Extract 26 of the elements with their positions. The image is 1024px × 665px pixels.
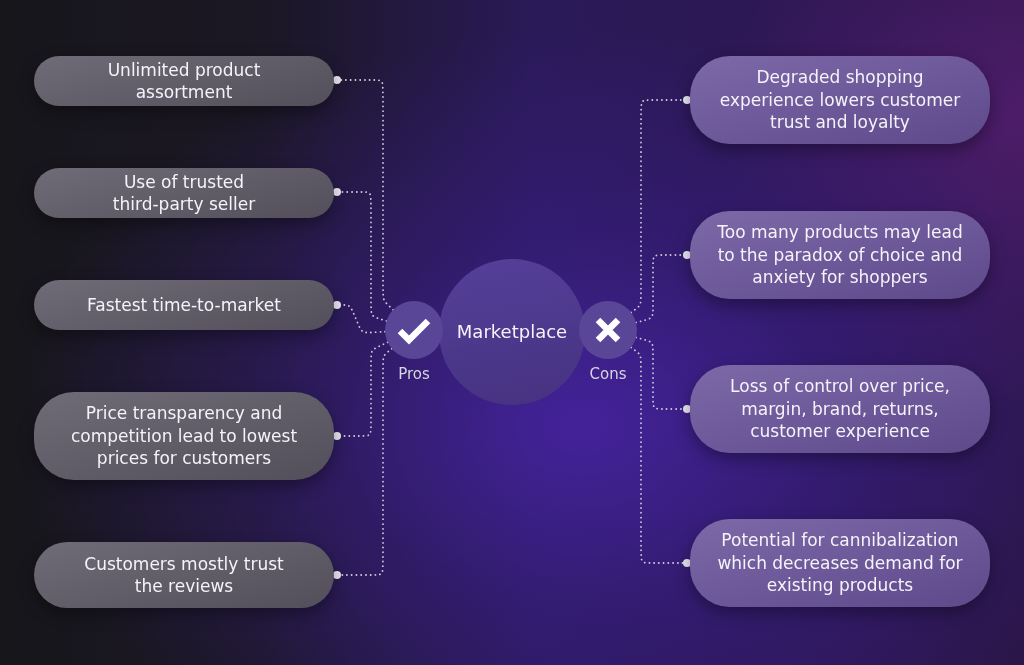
dotted-connector — [630, 346, 691, 567]
pill-card — [690, 211, 990, 299]
card-text: Too many products may lead to the paradox of choice and anxiety for shoppers — [716, 221, 964, 289]
card-text: Customers mostly trust the reviews — [83, 552, 285, 598]
pill-card — [34, 392, 334, 480]
pill-card — [34, 168, 334, 218]
pill-card — [34, 542, 334, 608]
dotted-connector — [630, 96, 691, 314]
card-text: Potential for cannibalization which decreases demand for existing products — [716, 529, 964, 597]
pill-card — [690, 365, 990, 453]
card-text: Use of trusted third-party seller — [111, 170, 257, 216]
dotted-connector — [333, 188, 388, 322]
dotted-connector — [333, 341, 389, 440]
pill-card — [690, 519, 990, 607]
pill-card — [34, 280, 334, 330]
pill-card — [690, 56, 990, 144]
dotted-connector — [333, 347, 393, 579]
card-text: Unlimited product assortment — [106, 58, 262, 104]
topic-title: Marketplace — [456, 320, 568, 344]
card-text: Fastest time-to-market — [87, 293, 281, 317]
pill-card — [34, 56, 334, 106]
side-label: Cons — [589, 365, 627, 383]
side-label: Pros — [398, 365, 430, 383]
card-text: Degraded shopping experience lowers customer trust and loyalty — [718, 66, 962, 134]
card-text: Loss of control over price, margin, brand, returns, customer experience — [729, 375, 951, 443]
card-text: Price transparency and competition lead to lowest prices for customers — [69, 402, 299, 470]
